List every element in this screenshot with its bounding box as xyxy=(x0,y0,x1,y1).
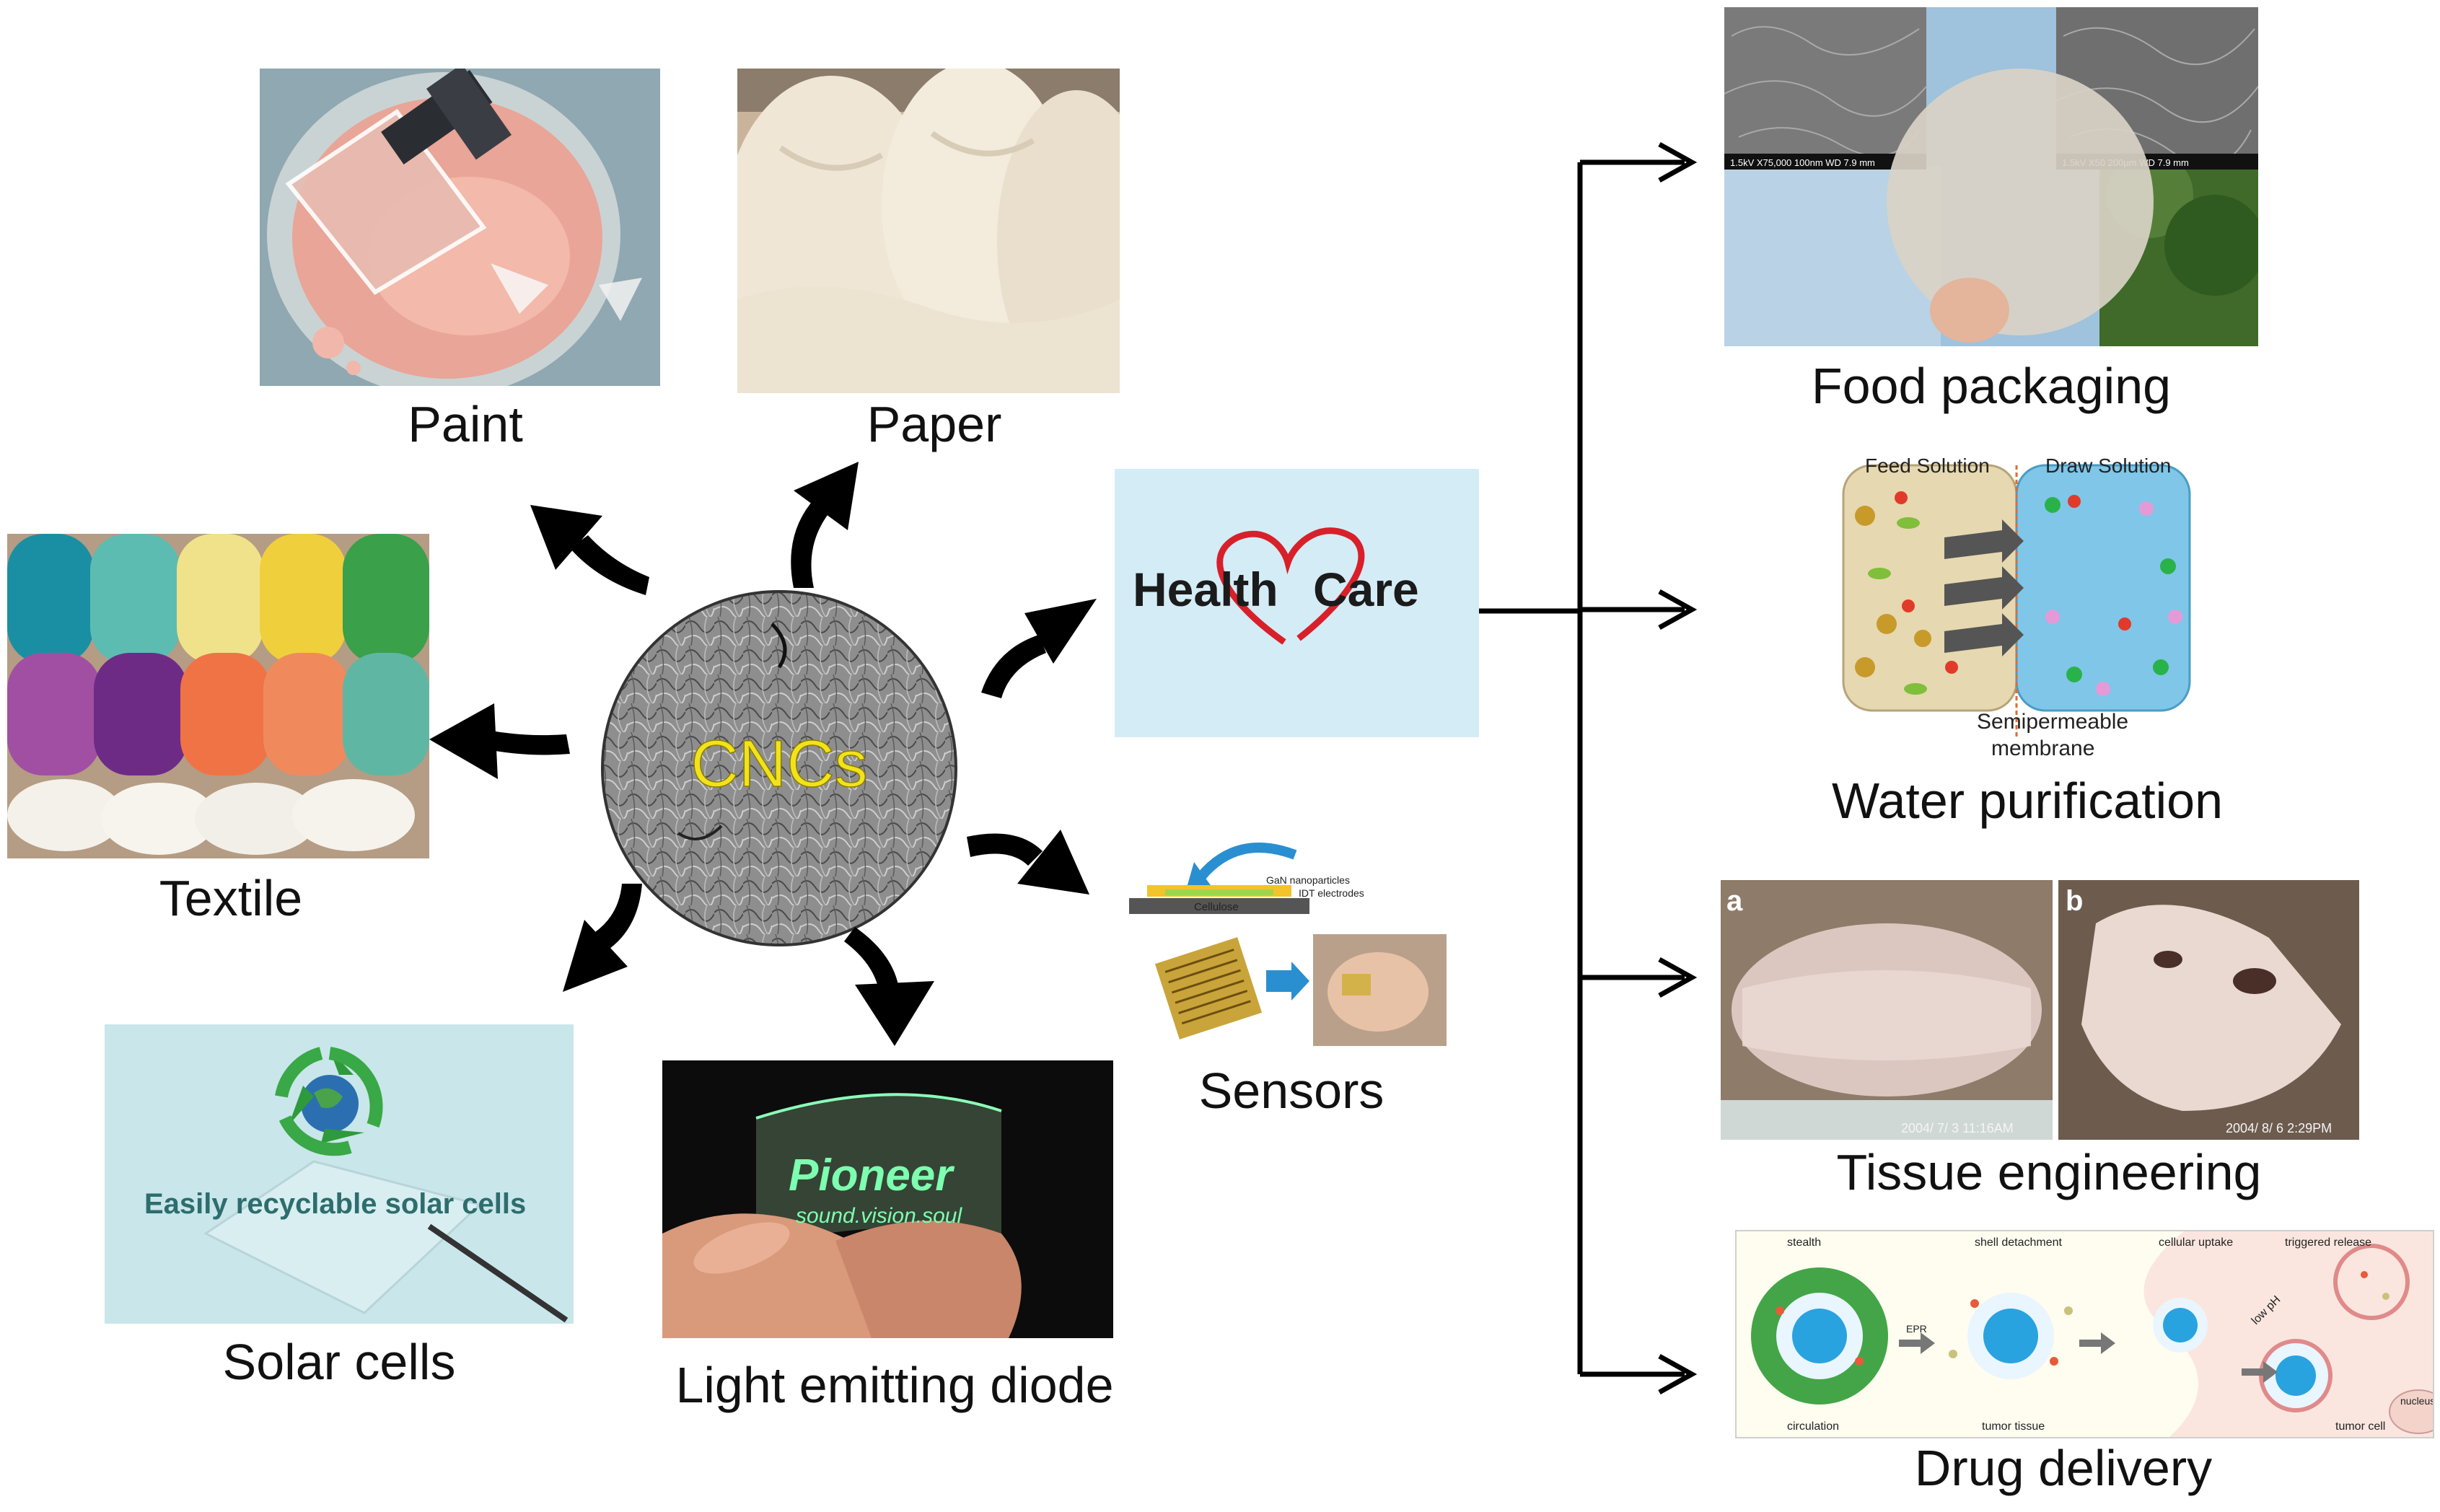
care-word: Care xyxy=(1313,563,1419,616)
membrane-line2: membrane xyxy=(1991,737,2094,760)
drug-delivery-image: stealth shell detachment cellular uptake… xyxy=(1735,1230,2434,1438)
drug-trigger: triggered release xyxy=(2285,1236,2371,1249)
tissue-engineering-image: a b 2004/ 7/ 3 11:16AM 2004/ 8/ 6 2:29PM xyxy=(1721,880,2359,1140)
sensor-gan: GaN nanoparticles xyxy=(1266,874,1350,886)
sensor-idt: IDT electrodes xyxy=(1299,887,1364,899)
tissue-panel-b: b xyxy=(2066,885,2083,917)
tissue-date-b: 2004/ 8/ 6 2:29PM xyxy=(2226,1121,2332,1135)
sem-left-scale: 1.5kV X75,000 100nm WD 7.9 mm xyxy=(1730,157,1875,168)
sensors-image: Cellulose GaN nanoparticles IDT electrod… xyxy=(1122,819,1447,1046)
curved-arrow-icon xyxy=(563,884,642,992)
curved-arrow-icon xyxy=(791,462,859,588)
drug-delivery-label: Drug delivery xyxy=(1914,1440,2213,1496)
solar-cells-label: Solar cells xyxy=(222,1334,456,1390)
cncs-label: CNCs xyxy=(690,727,867,801)
sensors-label: Sensors xyxy=(1198,1063,1384,1119)
health-word: Health xyxy=(1133,563,1278,616)
drug-uptake: cellular uptake xyxy=(2159,1236,2233,1249)
water-purification-label: Water purification xyxy=(1831,773,2224,829)
feed-solution-label: Feed Solution xyxy=(1865,454,1990,477)
sensor-cellulose: Cellulose xyxy=(1194,901,1239,913)
curved-arrow-icon xyxy=(844,927,934,1046)
tissue-engineering-label: Tissue engineering xyxy=(1836,1144,2262,1200)
led-brand: Pioneer xyxy=(789,1151,955,1200)
solar-caption: Easily recyclable solar cells xyxy=(144,1188,526,1220)
draw-solution-label: Draw Solution xyxy=(2045,454,2171,477)
drug-circulation: circulation xyxy=(1787,1420,1839,1433)
tissue-panel-a: a xyxy=(1726,885,1743,917)
led-slogan: sound.vision.soul xyxy=(796,1204,962,1228)
curved-arrow-icon xyxy=(429,703,570,779)
food-packaging-image: 1.5kV X75,000 100nm WD 7.9 mm 1.5kV X50 … xyxy=(1724,7,2258,346)
led-label: Light emitting diode xyxy=(675,1357,1114,1413)
paint-label: Paint xyxy=(408,396,523,452)
curved-arrow-icon xyxy=(530,505,649,595)
paint-image xyxy=(260,69,660,386)
paper-image xyxy=(737,69,1120,393)
drug-stealth: stealth xyxy=(1787,1236,1821,1249)
drug-shell: shell detachment xyxy=(1975,1236,2063,1249)
health-care-box: Health Care xyxy=(1115,469,1479,737)
curved-arrow-icon xyxy=(981,599,1097,698)
solar-cells-image: Easily recyclable solar cells xyxy=(105,1024,574,1324)
bracket-arrow-icon xyxy=(1479,141,1698,1395)
led-image: Pioneer sound.vision.soul xyxy=(662,1060,1113,1338)
membrane-line1: Semipermeable xyxy=(1977,710,2128,734)
drug-nucleus: nucleus xyxy=(2400,1395,2433,1407)
curved-arrow-icon xyxy=(967,830,1089,895)
drug-tumor-cell: tumor cell xyxy=(2335,1420,2385,1433)
drug-tumor-tissue: tumor tissue xyxy=(1982,1420,2045,1433)
water-purification-image: Feed Solution Draw Solution Semipermeabl… xyxy=(1836,451,2200,765)
textile-label: Textile xyxy=(159,870,303,926)
tissue-date-a: 2004/ 7/ 3 11:16AM xyxy=(1901,1121,2014,1135)
recycle-globe-icon xyxy=(275,1047,383,1156)
paper-label: Paper xyxy=(866,396,1002,452)
textile-image xyxy=(7,534,429,858)
food-packaging-label: Food packaging xyxy=(1811,358,2172,414)
drug-epr: EPR xyxy=(1906,1323,1927,1335)
heart-icon xyxy=(1216,527,1365,645)
cncs-center-disc: CNCs xyxy=(599,588,960,949)
